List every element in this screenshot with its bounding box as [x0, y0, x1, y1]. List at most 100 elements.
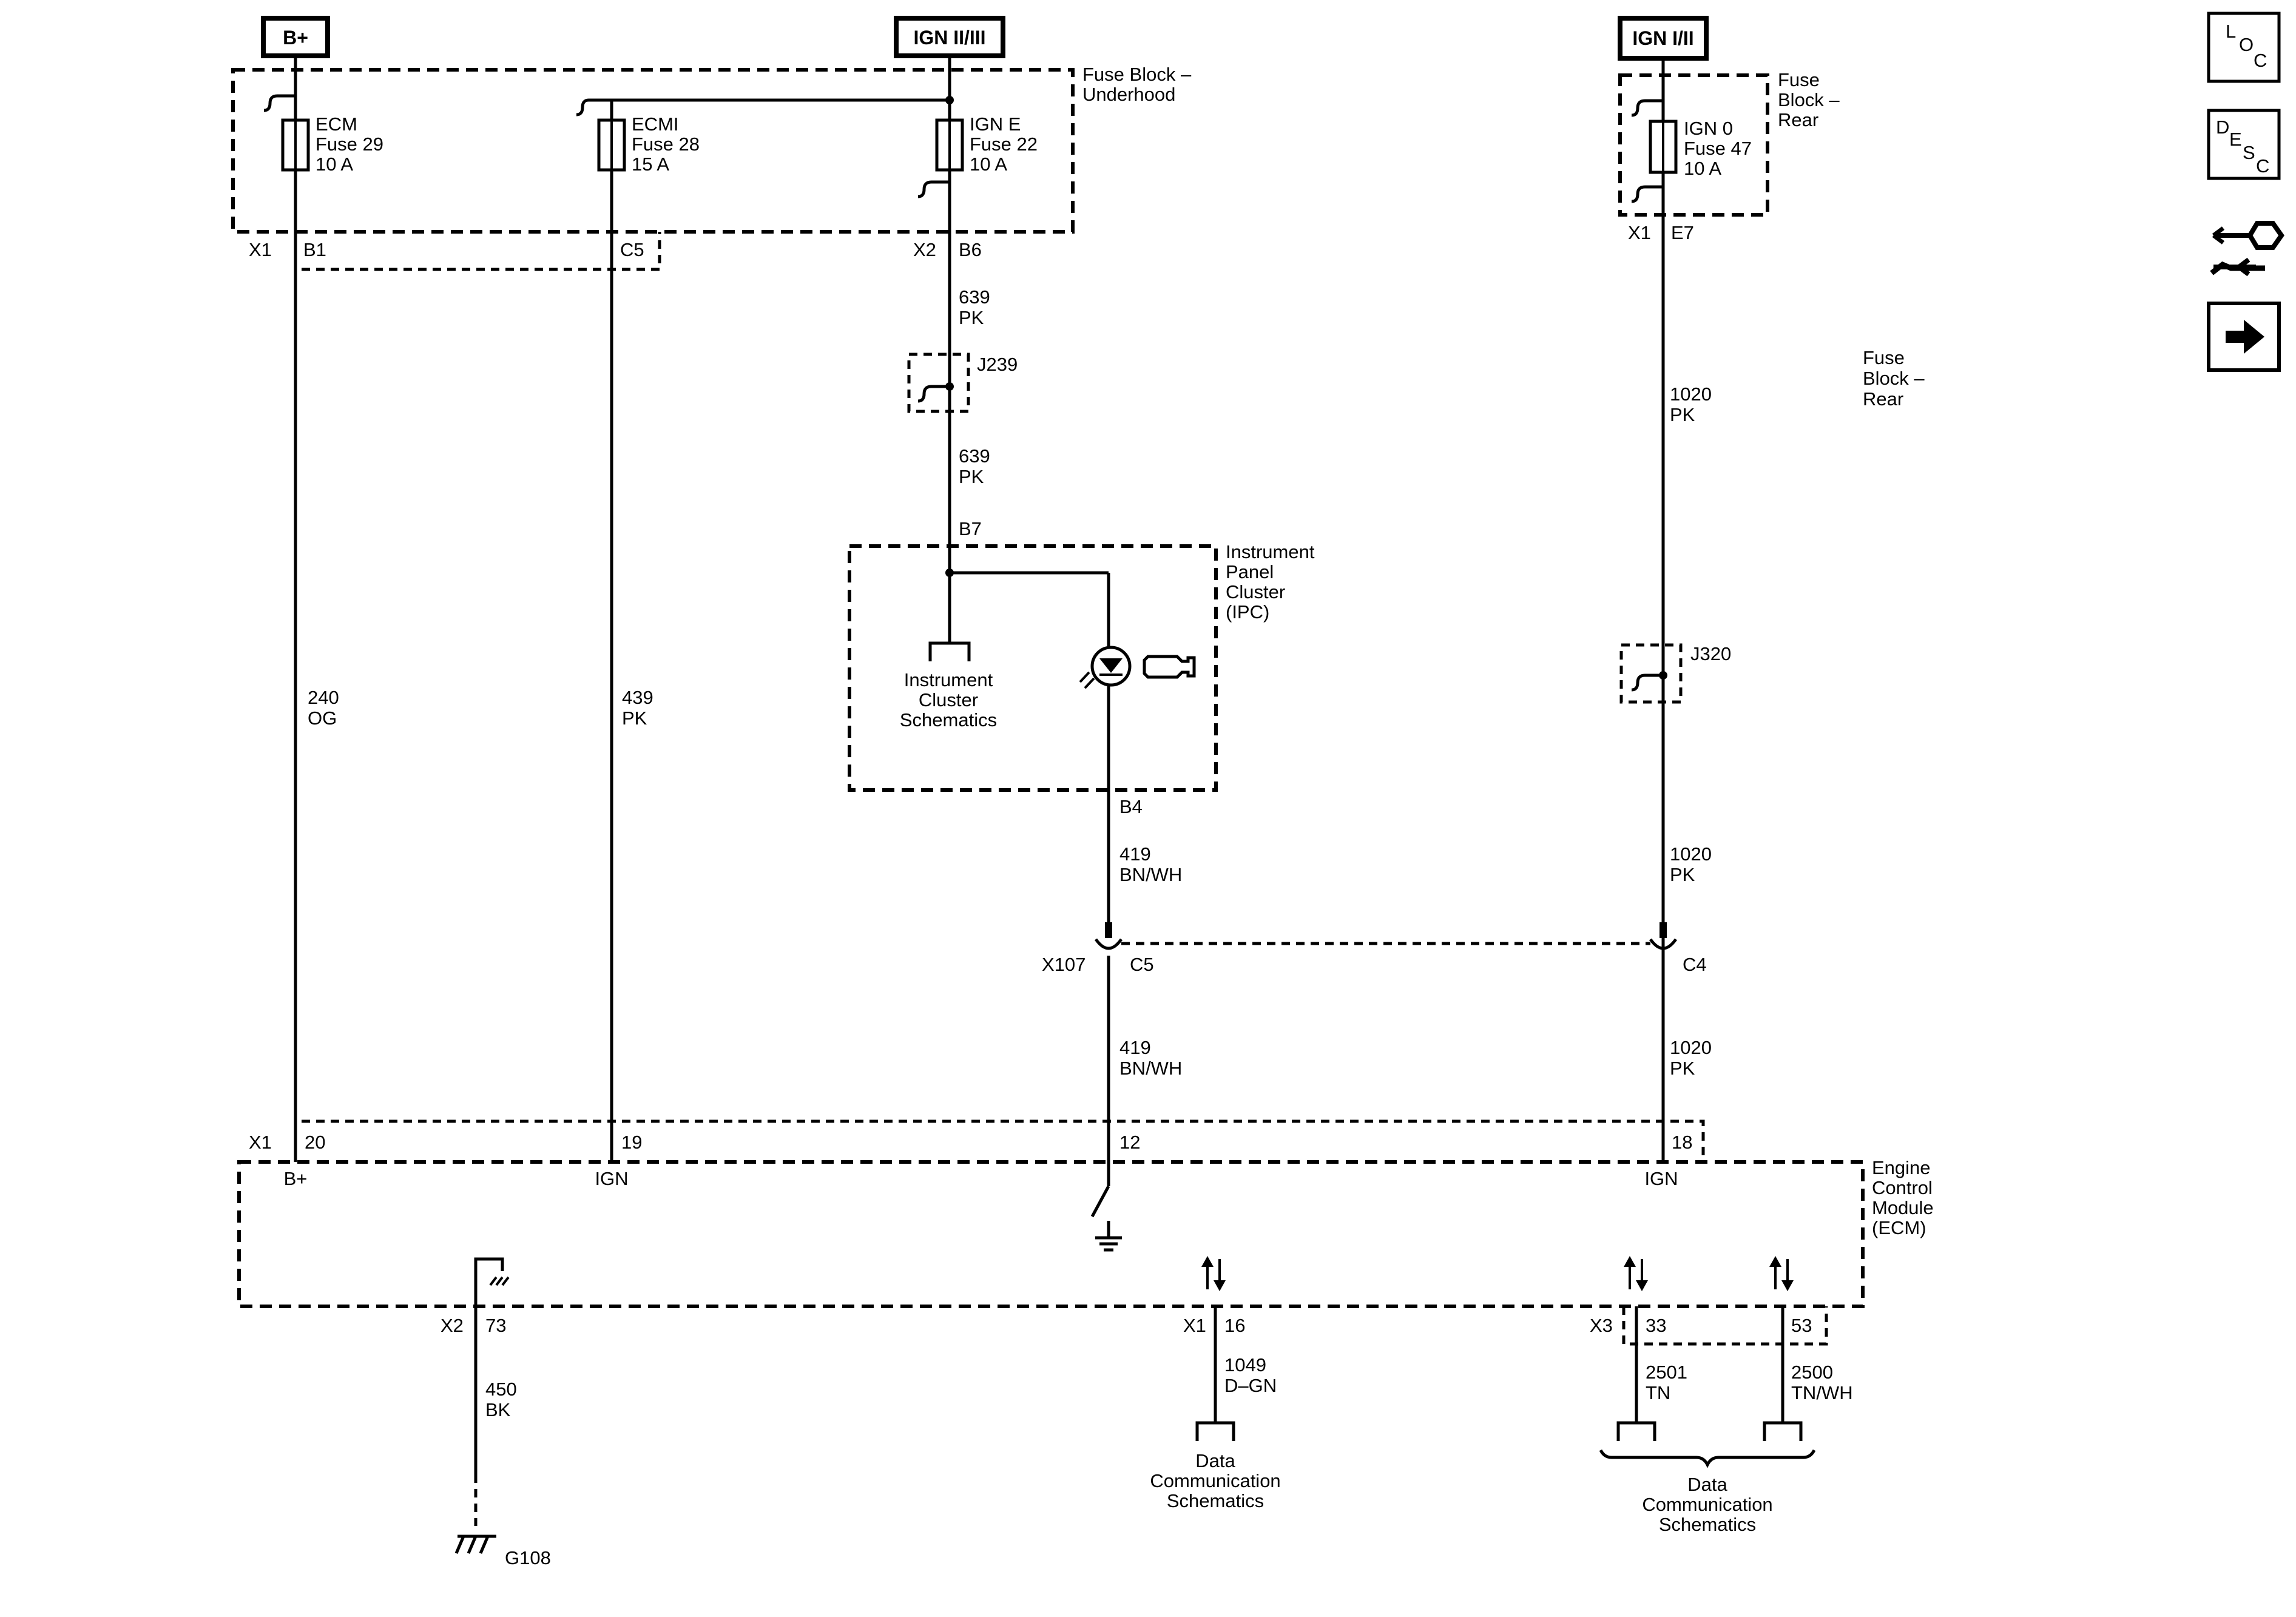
pin-12: 12 — [1119, 1132, 1140, 1153]
pin-33: 33 — [1646, 1315, 1666, 1336]
svg-text:10 A: 10 A — [316, 154, 353, 175]
svg-text:IGN E: IGN E — [970, 113, 1021, 135]
ecm-title: Engine Control Module (ECM) — [1872, 1157, 1934, 1238]
wire-1020-num-b: 1020 — [1670, 843, 1712, 865]
ecm-ground-73 — [474, 1257, 510, 1311]
next-page-button[interactable] — [2207, 302, 2281, 372]
svg-text:(ECM): (ECM) — [1872, 1217, 1926, 1238]
ecm-low-side-driver-icon — [1090, 1185, 1122, 1252]
ign23-source: IGN II/III — [894, 16, 1005, 58]
ecm-pin-bplus: B+ — [284, 1168, 308, 1189]
conn-x1b: X1 — [1183, 1315, 1206, 1336]
ign23-label: IGN II/III — [913, 27, 985, 49]
svg-text:Panel: Panel — [1226, 561, 1274, 582]
data-comm-b1-connector — [1616, 1421, 1656, 1441]
connector-tool-button[interactable] — [2210, 221, 2284, 277]
svg-text:Instrument: Instrument — [1226, 541, 1315, 562]
wire-240-num: 240 — [308, 687, 339, 708]
desc-button[interactable]: D E S C — [2207, 109, 2281, 180]
svg-text:Cluster: Cluster — [1226, 581, 1285, 603]
data-comm-a-label: Data Communication Schematics — [1150, 1450, 1280, 1511]
svg-text:C: C — [2254, 50, 2267, 71]
ecm-connector-x1 — [294, 1119, 1705, 1159]
conn-x2b: X2 — [441, 1315, 464, 1336]
fuse-block-rear-side-3: Rear — [1863, 388, 1903, 410]
pin-20: 20 — [305, 1132, 325, 1153]
svg-text:Control: Control — [1872, 1177, 1933, 1198]
ign12-label: IGN I/II — [1632, 27, 1693, 49]
ecm-box — [237, 1160, 1865, 1308]
svg-text:Data: Data — [1687, 1474, 1727, 1495]
ipc-title: Instrument Panel Cluster (IPC) — [1226, 541, 1315, 623]
conn-x2: X2 — [913, 239, 936, 260]
ign0-out-hook — [1631, 185, 1663, 203]
data-comm-b2-connector — [1763, 1421, 1803, 1441]
wire-639-color-a: PK — [959, 307, 984, 328]
wire-450-num: 450 — [485, 1379, 517, 1400]
connector-x3-outline — [1622, 1306, 1828, 1346]
bplus-label: B+ — [283, 27, 308, 49]
conn-x1: X1 — [249, 239, 272, 260]
splice-j239 — [907, 353, 970, 413]
fuse-block-rear-title-2: Block – — [1778, 89, 1840, 110]
ecmi-feed-hook — [576, 98, 589, 116]
conn-x107: X107 — [1042, 954, 1086, 975]
svg-text:Fuse 28: Fuse 28 — [632, 133, 700, 155]
connector-x107 — [1094, 922, 1678, 950]
svg-text:E: E — [2229, 129, 2242, 150]
bplus-source: B+ — [261, 16, 330, 58]
pin-18: 18 — [1672, 1132, 1692, 1153]
ground-g108-icon — [454, 1534, 496, 1554]
fuse-block-rear-title-3: Rear — [1778, 109, 1818, 130]
svg-text:C: C — [2256, 155, 2269, 177]
conn-c5: C5 — [620, 239, 644, 260]
wire-240-color: OG — [308, 707, 337, 729]
svg-text:Cluster: Cluster — [919, 689, 978, 711]
splice-j239-label: J239 — [977, 354, 1018, 375]
ign0-in-hook — [1631, 99, 1663, 117]
wire-450-color: BK — [485, 1399, 511, 1420]
ipc-box — [848, 544, 1218, 792]
svg-text:10 A: 10 A — [1684, 158, 1721, 179]
led-indicator-icon — [1079, 646, 1132, 689]
svg-text:IGN 0: IGN 0 — [1684, 118, 1733, 139]
data-arrows-16-icon — [1201, 1256, 1226, 1291]
conn-b6: B6 — [959, 239, 982, 260]
loc-icon: L O C — [2226, 21, 2267, 71]
pin-19: 19 — [621, 1132, 642, 1153]
wire-1020-color-a: PK — [1670, 404, 1695, 425]
ign12-source: IGN I/II — [1618, 16, 1709, 61]
ecm-fuse-label: ECM Fuse 29 10 A — [316, 113, 383, 175]
fuse-block-rear-title-1: Fuse — [1778, 69, 1820, 90]
svg-text:Schematics: Schematics — [1659, 1514, 1756, 1535]
fuse-block-rear — [1618, 73, 1769, 217]
svg-text:ECMI: ECMI — [632, 113, 679, 135]
ign0-fuse-label: IGN 0 Fuse 47 10 A — [1684, 118, 1752, 179]
conn-c5b: C5 — [1130, 954, 1154, 975]
data-comm-b-label: Data Communication Schematics — [1642, 1474, 1772, 1535]
igne-fuse-label: IGN E Fuse 22 10 A — [970, 113, 1038, 175]
conn-b1: B1 — [303, 239, 326, 260]
svg-text:Communication: Communication — [1150, 1470, 1280, 1491]
svg-text:Module: Module — [1872, 1197, 1934, 1218]
wire-2501-num: 2501 — [1646, 1362, 1687, 1383]
connector-tool-icon — [2210, 221, 2284, 277]
data-arrows-33-icon — [1624, 1256, 1648, 1291]
conn-x3: X3 — [1590, 1315, 1613, 1336]
loc-button[interactable]: L O C — [2207, 12, 2281, 83]
svg-text:ECM: ECM — [316, 113, 357, 135]
igne-out-hook — [917, 180, 950, 198]
desc-icon: D E S C — [2216, 116, 2269, 177]
data-comm-a-connector — [1195, 1421, 1235, 1441]
wire-1020-color-c: PK — [1670, 1058, 1695, 1079]
svg-text:D: D — [2216, 116, 2229, 138]
conn-b7: B7 — [959, 518, 982, 539]
wire-419-color-b: BN/WH — [1119, 1058, 1182, 1079]
ecm-conn-x1: X1 — [249, 1132, 272, 1153]
wire-439-num: 439 — [622, 687, 653, 708]
svg-text:Data: Data — [1195, 1450, 1235, 1471]
ecm-pin-ign2: IGN — [1644, 1168, 1678, 1189]
ipc-ref-label: Instrument Cluster Schematics — [900, 669, 997, 731]
svg-text:Schematics: Schematics — [900, 709, 997, 731]
